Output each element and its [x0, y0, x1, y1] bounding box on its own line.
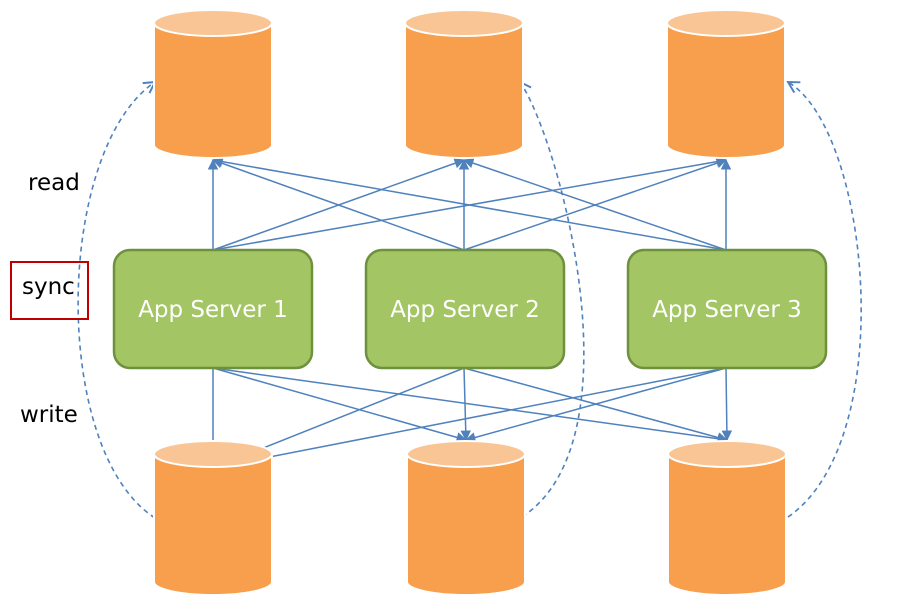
read-arrow-s3-db2	[463, 158, 727, 251]
write-arrow-s3-db1	[211, 367, 727, 472]
sync-arrow-2	[518, 80, 585, 518]
sync-arrow-3	[786, 80, 862, 518]
database-top	[404, 9, 524, 37]
read-arrows	[207, 156, 732, 251]
database-icon	[406, 453, 526, 596]
sync-label: sync	[22, 274, 75, 300]
write-arrow-s1-db3	[212, 367, 729, 444]
app-server-box	[364, 248, 566, 370]
app-server-label: App Server 2	[390, 297, 540, 323]
app-server-box	[626, 248, 828, 370]
read-database-1	[153, 9, 273, 159]
read-database-3	[666, 9, 786, 159]
database-top	[153, 440, 273, 468]
write-arrow-s3-db3	[721, 367, 733, 442]
write-database-2	[406, 440, 526, 596]
database-icon	[666, 22, 786, 159]
write-label: write	[20, 402, 78, 428]
sync-arrow-1	[77, 80, 157, 519]
write-arrow-s3-db2	[464, 367, 727, 443]
write-database-1	[153, 440, 273, 596]
app-server-3: App Server 3	[626, 248, 828, 370]
app-server-1: App Server 1	[112, 248, 314, 370]
database-top	[406, 440, 526, 468]
database-icon	[153, 453, 273, 596]
database-icon	[667, 453, 787, 596]
database-icon	[153, 22, 273, 159]
write-arrows	[207, 367, 733, 472]
write-database-3	[667, 440, 787, 596]
database-icon	[404, 22, 524, 159]
read-arrow-s2-db1	[212, 158, 465, 251]
database-top	[153, 9, 273, 37]
sync-arrows	[77, 80, 862, 519]
app-server-2: App Server 2	[364, 248, 566, 370]
write-arrow-s2-db2	[460, 367, 471, 442]
read-label: read	[28, 170, 80, 196]
app-server-label: App Server 3	[652, 297, 802, 323]
app-server-label: App Server 1	[138, 297, 288, 323]
app-server-box	[112, 248, 314, 370]
sync-highlight-box	[10, 261, 89, 320]
database-top	[666, 9, 786, 37]
database-top	[667, 440, 787, 468]
read-arrow-s3-db1	[211, 156, 727, 251]
write-arrow-s1-db2	[212, 367, 468, 443]
read-database-2	[404, 9, 524, 159]
